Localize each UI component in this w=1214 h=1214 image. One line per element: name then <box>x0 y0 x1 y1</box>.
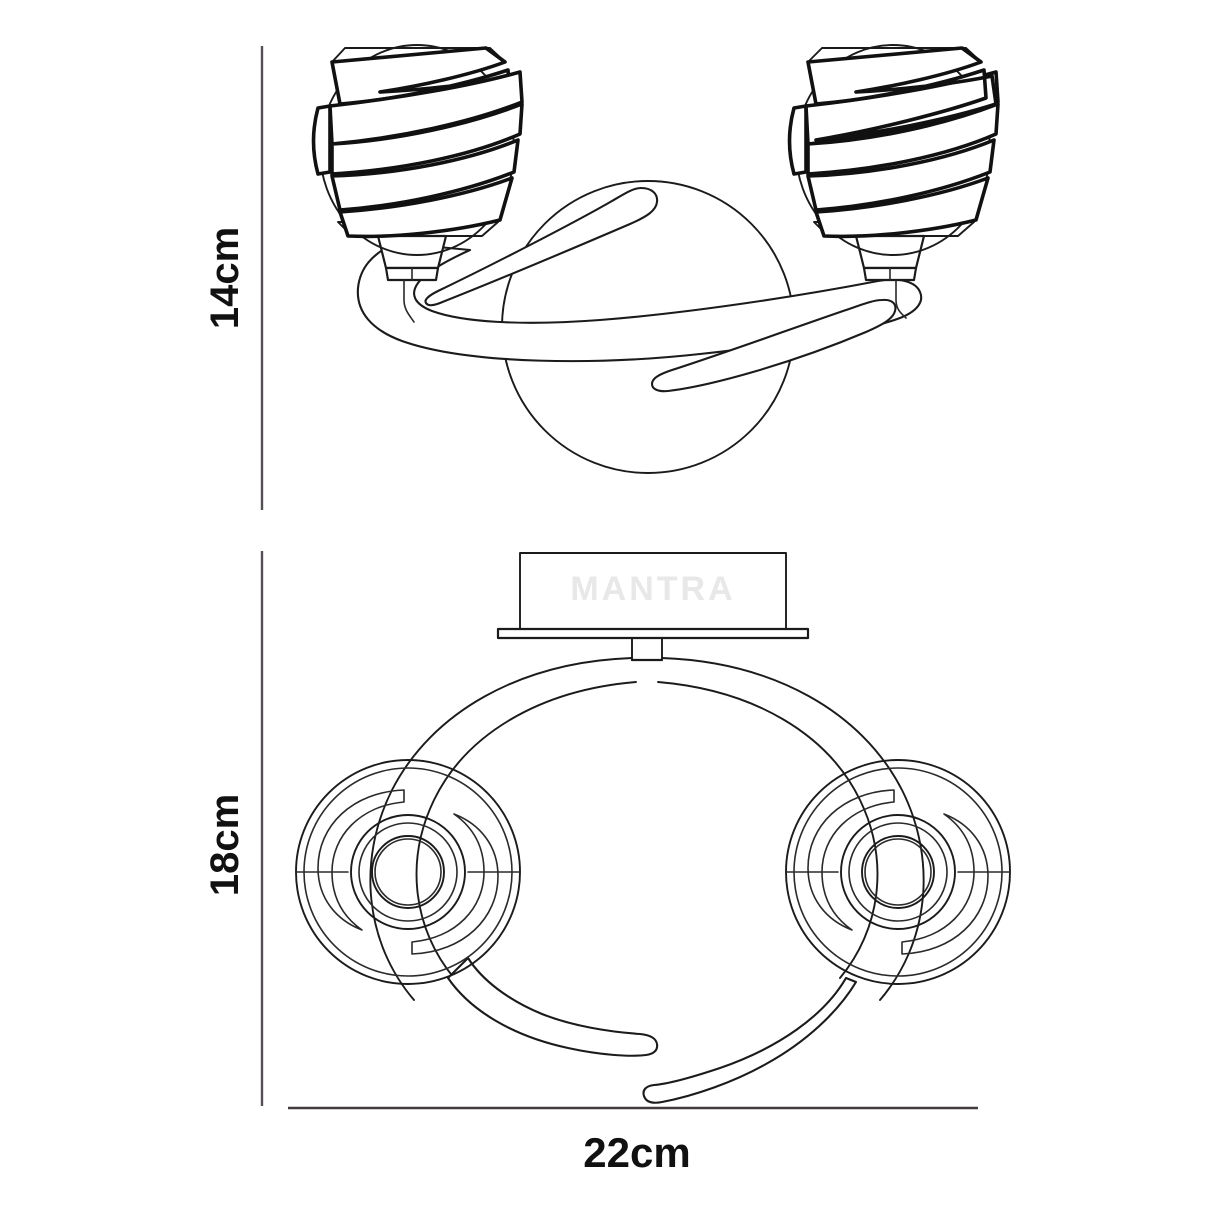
shade-swirl-band-2-right <box>806 102 1000 176</box>
shade-mid-circle-right <box>840 814 956 930</box>
yoke-outer-right <box>661 657 925 1001</box>
shade-swirl-edge-left <box>311 104 332 176</box>
dimension-label-depth: 18cm <box>203 794 247 896</box>
arm-lower-left-plan <box>446 956 659 1057</box>
shade-swirl-arc-lower-right <box>901 813 989 955</box>
dimension-label-height: 14cm <box>203 227 247 329</box>
shade-inner-circle-left <box>371 835 445 909</box>
mounting-stem <box>631 637 663 661</box>
lamp-shade-right <box>787 44 1000 256</box>
shade-swirl-arc-upper-right <box>807 789 895 931</box>
shade-mid-circle-left <box>350 814 466 930</box>
lamp-right-socket <box>854 234 926 319</box>
mounting-base-plate <box>496 627 810 640</box>
yoke-inner-right <box>657 681 879 979</box>
shade-swirl-band-4-right <box>814 176 990 239</box>
dimension-annotations: 14cm 18cm 22cm <box>203 46 978 1176</box>
shade-plan-right <box>785 759 1011 985</box>
shade-swirl-band-3-right <box>806 138 996 212</box>
arm-lower-right-diagonal <box>650 298 897 393</box>
lamp-shade-left <box>311 44 524 256</box>
arm-lower-sweep <box>356 241 923 363</box>
top-plan-view: MANTRA <box>295 552 1011 1104</box>
shade-swirl-arc-upper-left <box>317 789 405 931</box>
shade-swirl-band-4-left <box>338 176 514 239</box>
dimension-label-width: 22cm <box>583 1129 690 1176</box>
bracket-watermark-text: MANTRA <box>570 570 735 608</box>
yoke-outer-left <box>369 657 633 1001</box>
shade-mid-circle-2-right <box>848 822 948 922</box>
shade-inner-circle-2-left <box>374 838 442 906</box>
shade-inner-circle-right <box>861 835 935 909</box>
socket-stem-right <box>895 279 907 319</box>
shade-mid-circle-2-left <box>358 822 458 922</box>
socket-cone-left <box>376 234 448 270</box>
shade-swirl-band-2-left <box>330 102 524 176</box>
shade-inner-circle-2-right <box>864 838 932 906</box>
yoke-inner-left <box>415 681 637 979</box>
front-elevation-view <box>311 44 1000 474</box>
arm-lower-right-plan <box>642 976 858 1104</box>
shade-swirl-arc-lower-left <box>411 813 499 955</box>
arm-upper-left-diagonal <box>424 186 659 307</box>
lamp-left-socket <box>376 234 448 323</box>
socket-stem-left <box>403 279 415 323</box>
shade-swirl-edge-right <box>787 104 808 176</box>
shade-swirl-band-3-left <box>330 138 520 212</box>
shade-swirl-band-upper-right <box>806 46 998 142</box>
shade-plan-left <box>295 759 521 985</box>
